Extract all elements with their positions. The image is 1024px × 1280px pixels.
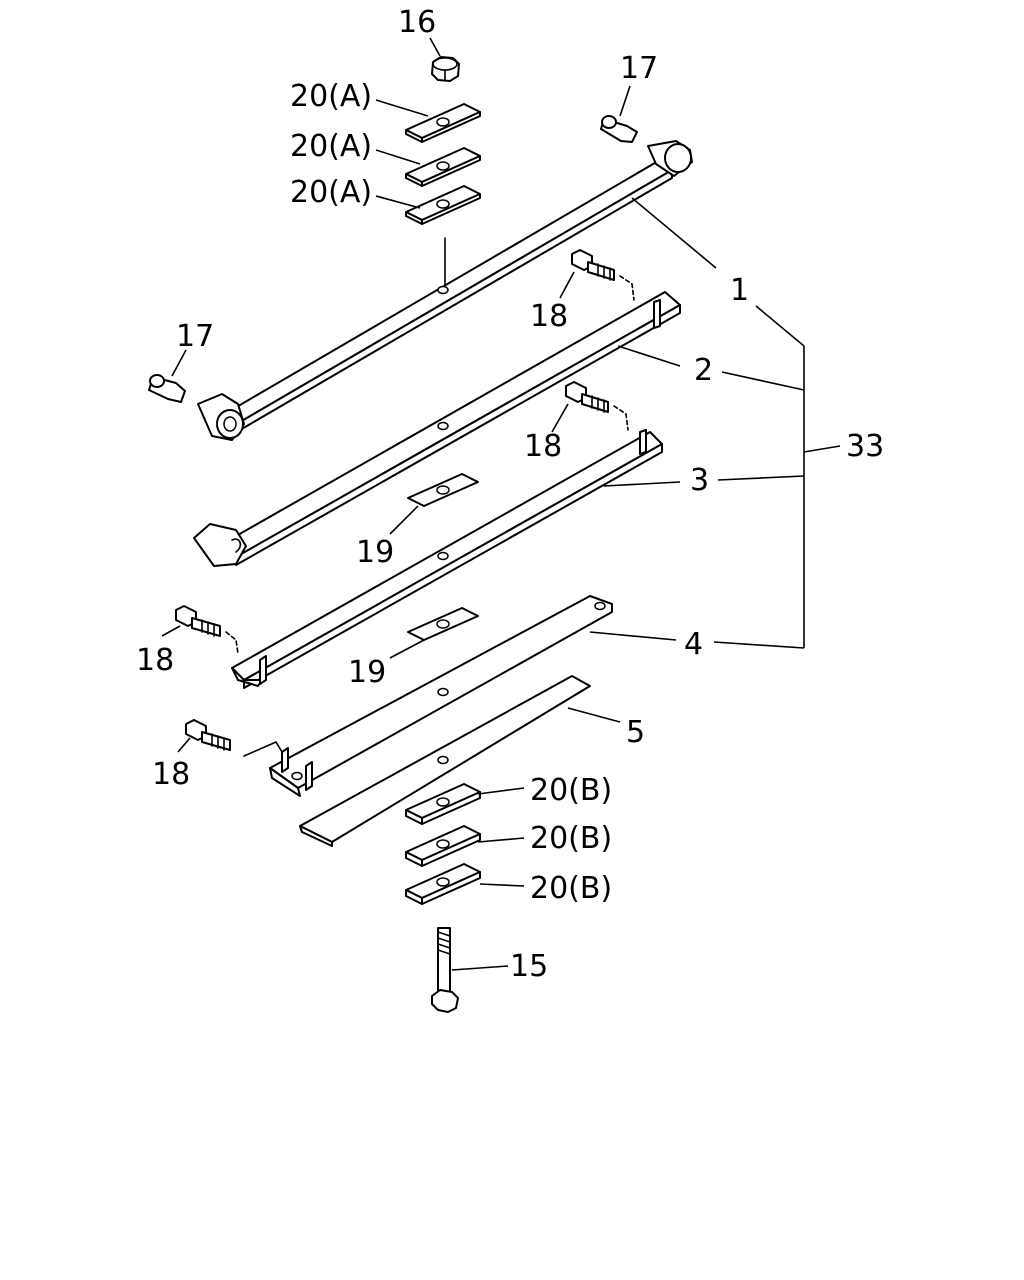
label-15: 15 [510,949,548,984]
label-20b-3: 20(B) [530,871,612,906]
label-19-lower: 19 [348,655,386,690]
label-20a-2: 20(A) [290,129,372,164]
shim-20b-3 [405,863,481,905]
part-labels: 16 17 20(A) 20(A) 20(A) 1 17 18 2 33 18 … [136,5,884,984]
bolt-18-d [185,719,283,757]
label-16: 16 [398,5,436,40]
shim-20b-2 [405,825,481,867]
leader-lines [161,37,841,971]
nut-16 [431,56,460,82]
leaf-5 [299,675,591,847]
label-18-c: 18 [136,643,174,678]
main-leaf-1 [197,140,693,441]
label-17-top: 17 [620,51,658,86]
shim-20b-1 [405,783,481,825]
bolt-18-b [565,381,629,431]
label-18-a: 18 [530,299,568,334]
label-5: 5 [626,715,645,750]
label-18-d: 18 [152,757,190,792]
shim-20a-1 [405,103,481,143]
label-20b-2: 20(B) [530,821,612,856]
leaf-2 [193,291,681,567]
label-20b-1: 20(B) [530,773,612,808]
bolt-18-c [175,605,239,655]
label-17-left: 17 [176,319,214,354]
bolt-18-a [571,249,635,301]
label-20a-3: 20(A) [290,175,372,210]
leaf-3 [231,429,663,689]
clip-plate-19-lower [407,607,479,641]
label-20a-1: 20(A) [290,79,372,114]
label-2: 2 [694,353,713,388]
pin-17-top [600,115,638,143]
label-3: 3 [690,463,709,498]
label-19-upper: 19 [356,535,394,570]
pin-17-left [148,374,186,403]
leaf-4 [269,595,613,797]
label-4: 4 [684,627,703,662]
shim-20a-3 [405,185,481,225]
label-18-b: 18 [524,429,562,464]
label-1: 1 [730,273,749,308]
shim-20a-2 [405,147,481,187]
clip-plate-19-upper [407,473,479,507]
label-33: 33 [846,429,884,464]
center-bolt-15 [431,927,459,1013]
